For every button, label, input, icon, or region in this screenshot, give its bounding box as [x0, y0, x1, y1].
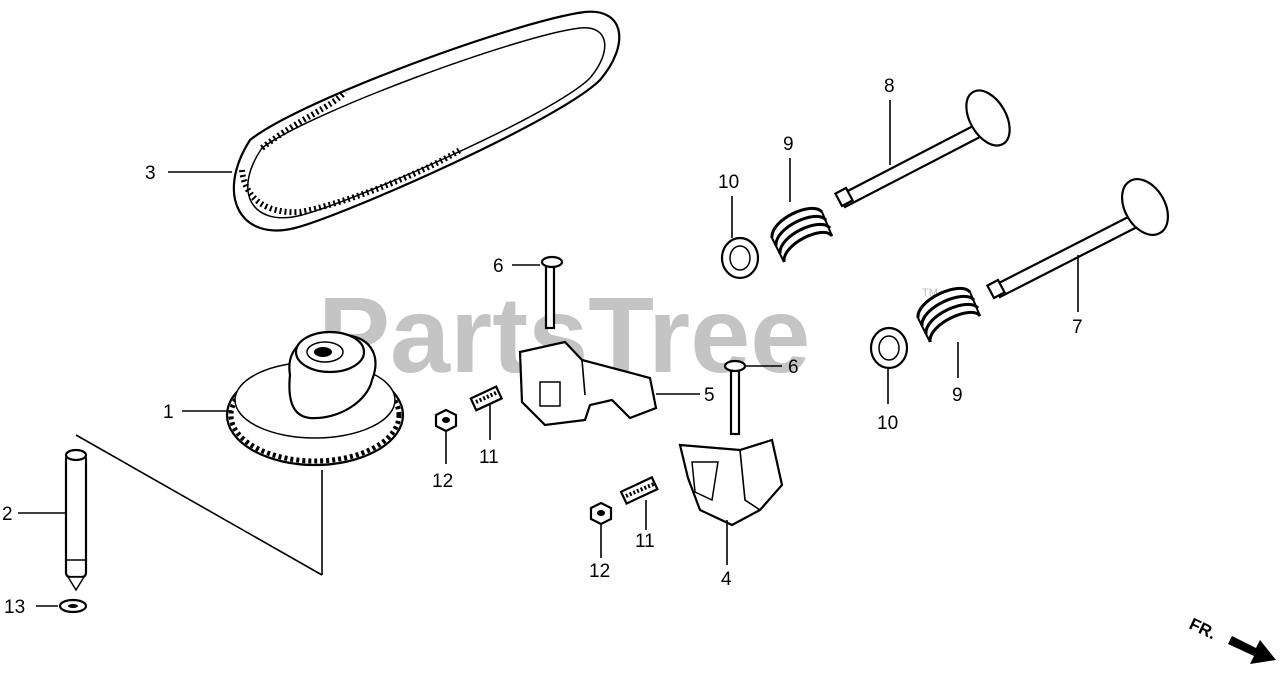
callouts: 3 1 2 13 6 5 6 4 12 11 12 11 10 9 8 7 10…	[2, 76, 1083, 618]
adjuster-screw-part-lower[interactable]	[619, 475, 659, 505]
callout-6-upper[interactable]: 6	[493, 256, 504, 277]
callout-9-lower[interactable]: 9	[952, 385, 963, 406]
callout-12-upper[interactable]: 12	[432, 471, 453, 492]
timing-belt-part[interactable]	[232, 10, 621, 232]
callout-3[interactable]: 3	[145, 163, 156, 184]
callout-10-lower[interactable]: 10	[877, 413, 898, 434]
rocker-bracket-part[interactable]	[678, 438, 784, 527]
lock-nut-part-upper[interactable]	[434, 408, 458, 433]
callout-7[interactable]: 7	[1072, 317, 1083, 338]
arrow-icon	[1228, 636, 1276, 664]
callout-4[interactable]: 4	[721, 569, 732, 590]
callout-2[interactable]: 2	[2, 504, 13, 525]
lock-nut-part-lower[interactable]	[589, 501, 613, 526]
rocker-arm-part[interactable]	[518, 340, 658, 427]
pivot-bolt-part-upper[interactable]	[540, 255, 564, 330]
callout-10-upper[interactable]: 10	[718, 172, 739, 193]
adjuster-screw-part-upper[interactable]	[469, 385, 504, 412]
leader-lines	[18, 100, 1079, 607]
valve-retainer-part-upper[interactable]	[720, 236, 760, 280]
assembly-line	[75, 434, 323, 576]
intake-valve-part[interactable]	[833, 83, 1018, 209]
valve-retainer-part-lower[interactable]	[869, 326, 909, 370]
callout-11-lower[interactable]: 11	[635, 531, 655, 552]
callout-9-upper[interactable]: 9	[783, 134, 794, 155]
front-label: FR.	[1186, 614, 1219, 643]
camshaft-gear-part[interactable]	[225, 330, 405, 467]
callout-5[interactable]: 5	[704, 385, 715, 406]
callout-12-lower[interactable]: 12	[589, 561, 610, 582]
callout-13[interactable]: 13	[4, 597, 25, 618]
washer-part[interactable]	[58, 598, 88, 614]
front-direction-indicator: FR.	[1186, 614, 1276, 664]
callout-11-upper[interactable]: 11	[479, 447, 499, 468]
exhaust-valve-part[interactable]	[985, 171, 1177, 300]
callout-6-lower[interactable]: 6	[788, 357, 799, 378]
camshaft-pin-part[interactable]	[64, 448, 88, 592]
callout-1[interactable]: 1	[163, 402, 174, 423]
valve-spring-part-lower[interactable]	[916, 286, 982, 343]
pivot-bolt-part-lower[interactable]	[723, 359, 747, 436]
valve-spring-part-upper[interactable]	[770, 206, 834, 263]
callout-8[interactable]: 8	[884, 76, 895, 97]
